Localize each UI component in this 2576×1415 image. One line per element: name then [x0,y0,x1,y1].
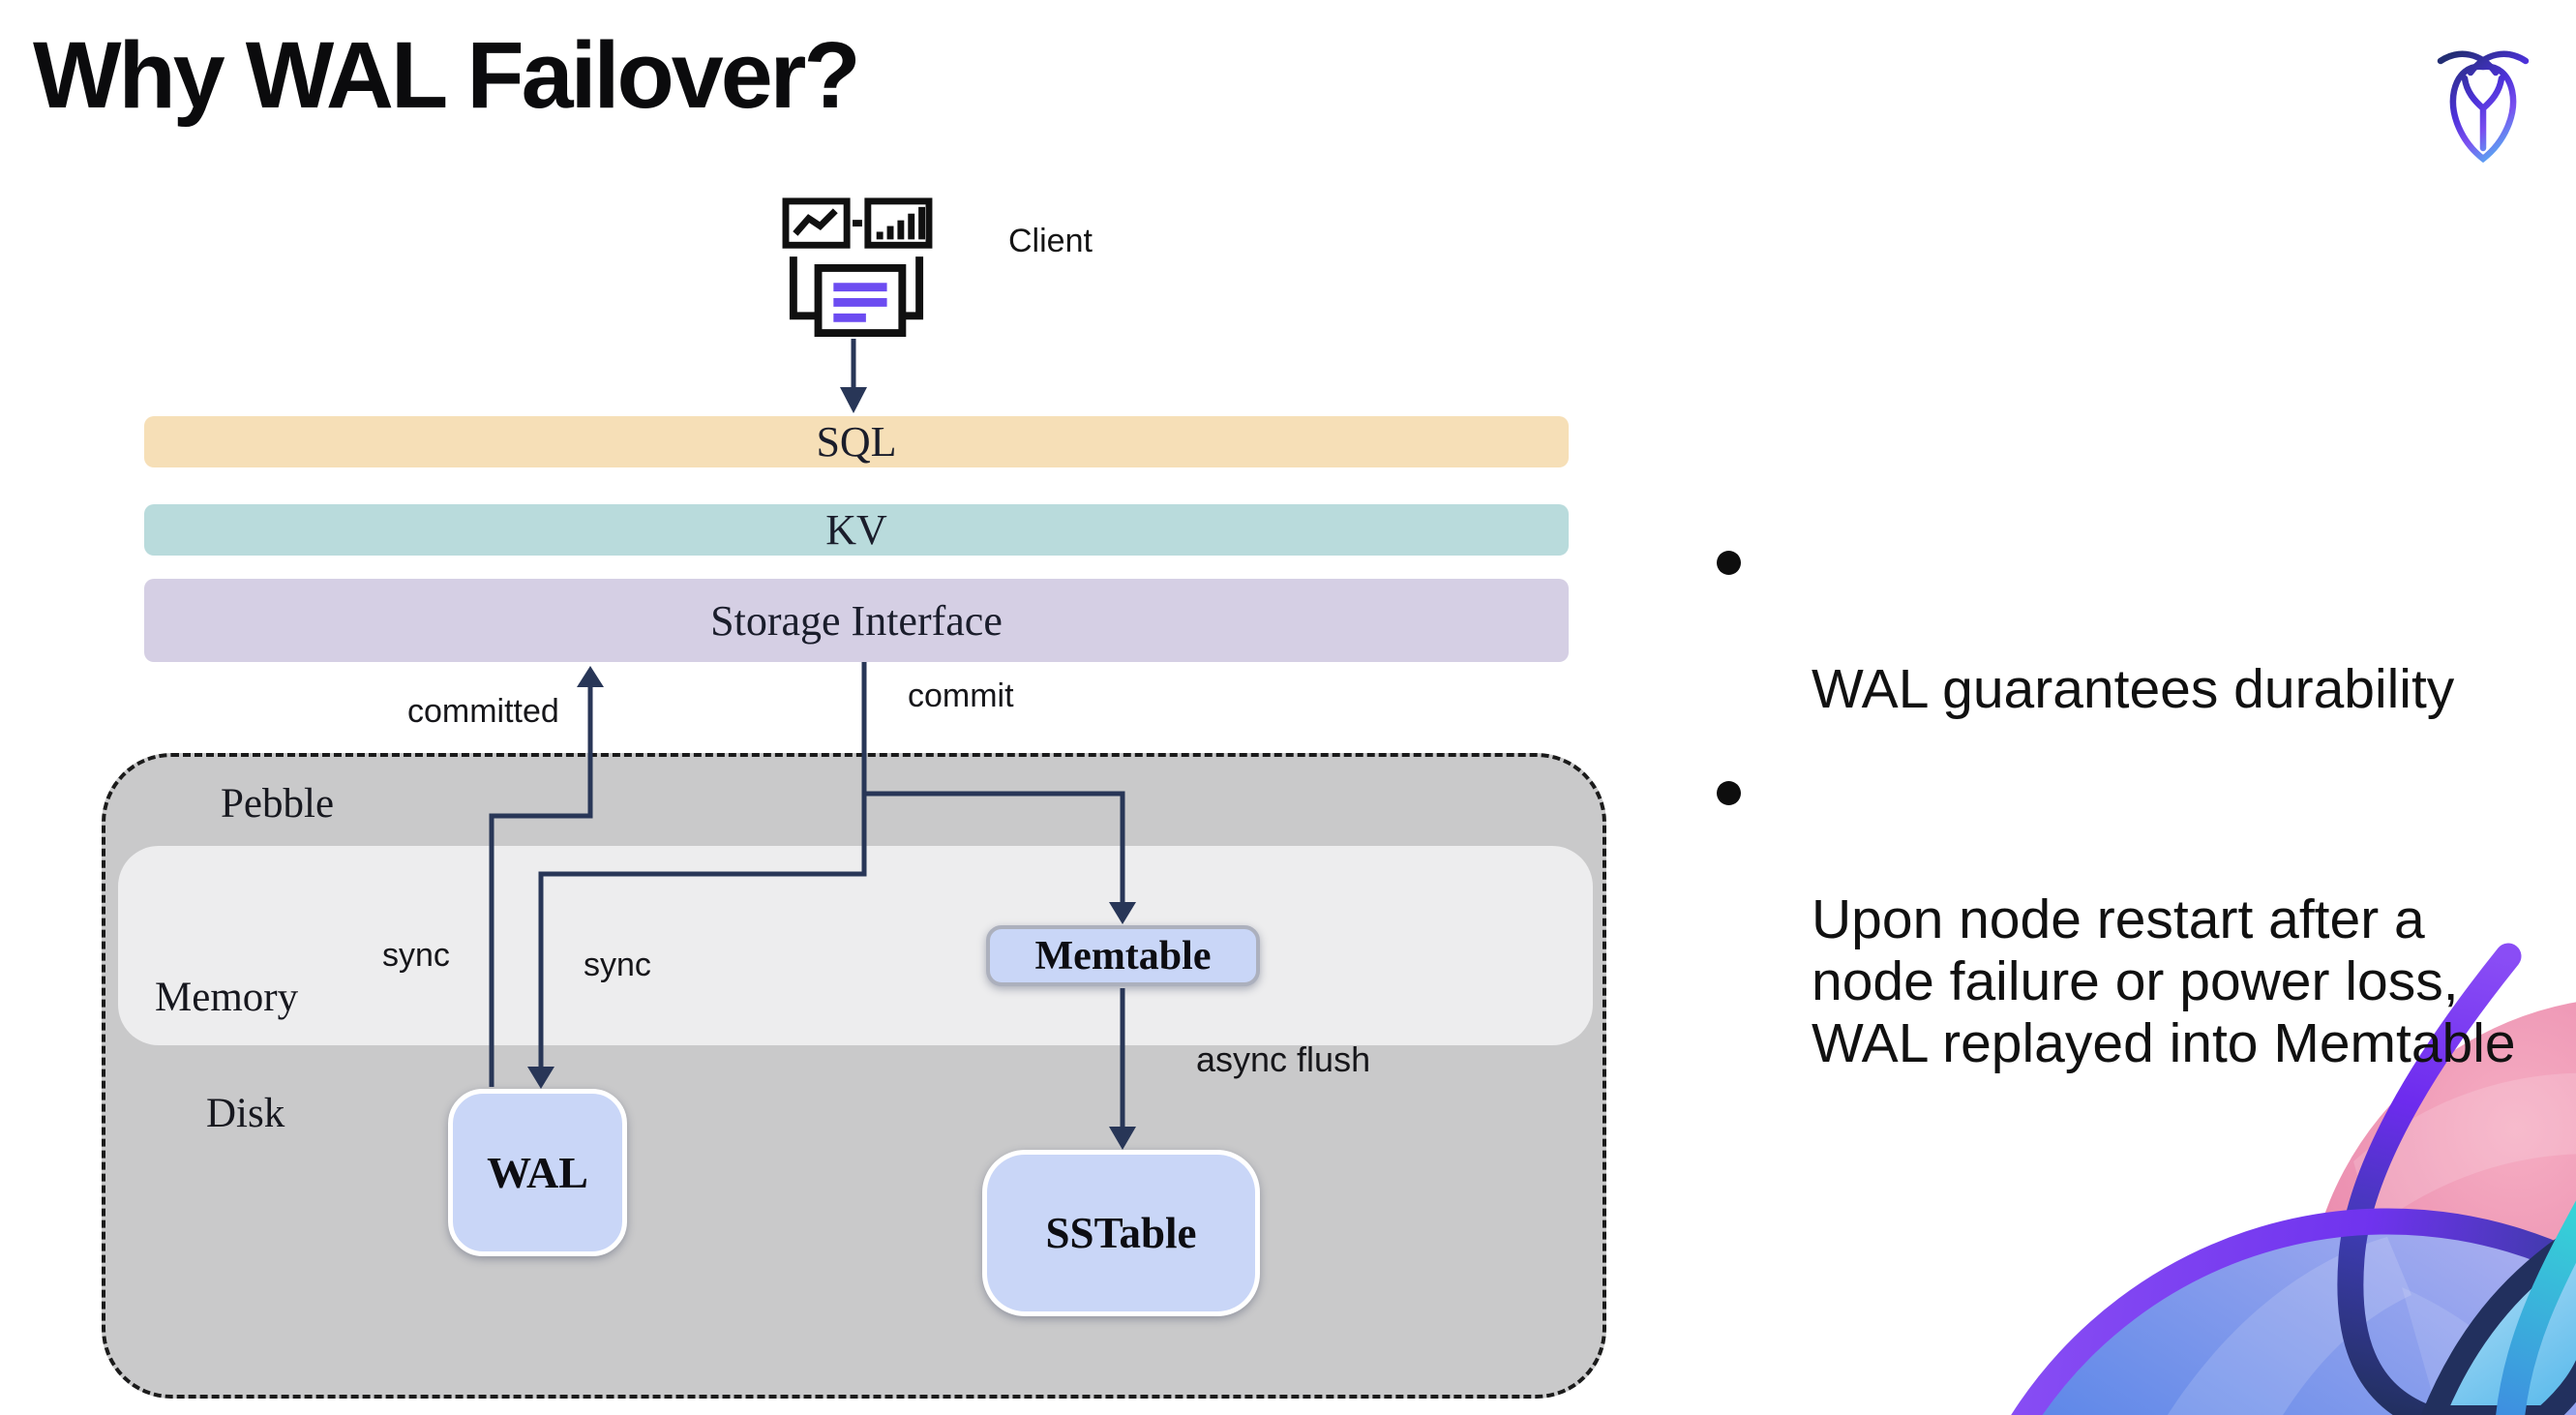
edge-label-committed: committed [407,693,559,730]
pebble-container [102,753,1606,1399]
memory-label: Memory [155,975,299,1020]
memory-region [118,846,1593,1045]
edge-label-sync-right: sync [584,947,651,983]
client-label: Client [1008,223,1093,259]
node-wal-label: WAL [487,1148,588,1197]
arrowhead-into-storage [577,666,604,687]
layer-sql-label: SQL [816,418,897,466]
edge-label-async-flush: async flush [1196,1039,1371,1079]
layer-kv: KV [144,504,1569,556]
bullet-text: WAL guarantees durability [1812,658,2455,720]
layer-storage-interface: Storage Interface [144,579,1569,662]
bullet-dot [1717,551,1741,575]
client-icon [782,197,933,337]
pebble-label: Pebble [221,781,335,827]
node-memtable-label: Memtable [1034,933,1212,978]
bullet-dot [1717,781,1741,805]
disk-label: Disk [206,1091,285,1136]
node-sstable: SSTable [982,1150,1260,1316]
cockroachdb-logo-icon [2437,50,2530,164]
edge-label-commit: commit [908,677,1014,714]
node-memtable: Memtable [986,925,1260,986]
layer-kv-label: KV [825,506,887,554]
bullet-text: Upon node restart after a node failure o… [1812,888,2516,1074]
bullet-item: Upon node restart after a node failure o… [1715,765,2518,1074]
arrowhead-into-sql [840,387,867,413]
page-title: Why WAL Failover? [33,22,861,128]
bullet-list: WAL guarantees durability Upon node rest… [1715,534,2518,1074]
layer-storage-interface-label: Storage Interface [710,596,1003,645]
layer-sql: SQL [144,416,1569,467]
node-sstable-label: SSTable [1045,1209,1197,1257]
decorative-corner-art-icon [2011,943,2576,1415]
bullet-item: WAL guarantees durability [1715,534,2518,720]
edge-label-sync-left: sync [382,937,450,974]
node-wal: WAL [448,1089,627,1256]
